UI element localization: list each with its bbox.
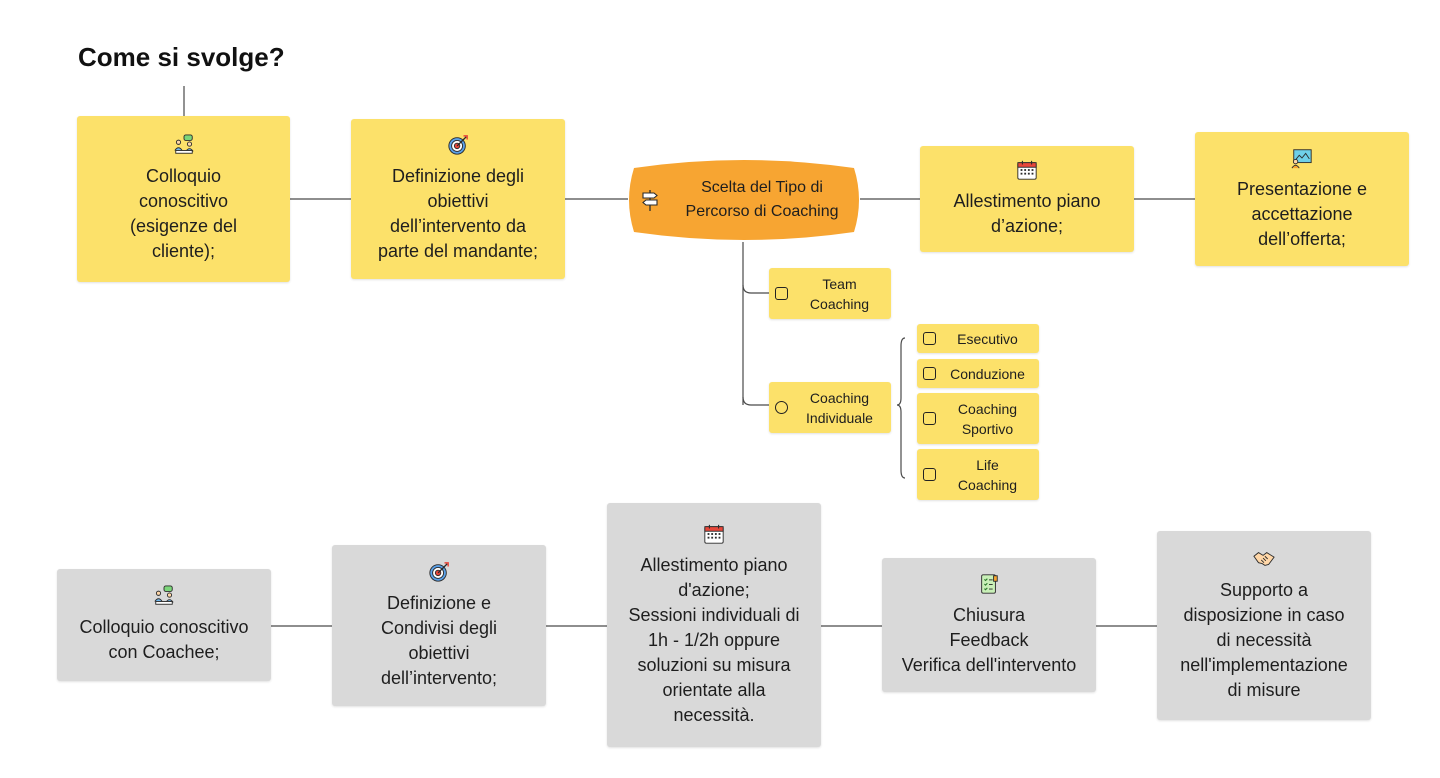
radio-icon[interactable] xyxy=(775,401,788,414)
checkbox-icon[interactable] xyxy=(923,332,936,345)
option-label: Esecutivo xyxy=(957,330,1018,347)
option-label: Team Coaching xyxy=(809,275,870,312)
step-allestimento-piano[interactable]: Allestimento piano d’azione; xyxy=(920,146,1134,252)
step-label: Colloquio conoscitivo (esigenze del clie… xyxy=(129,166,238,261)
signpost-icon xyxy=(638,188,662,212)
step-supporto[interactable]: Supporto a disposizione in caso di neces… xyxy=(1157,531,1371,720)
option-life-coaching[interactable]: Life Coaching xyxy=(917,449,1039,500)
target-icon xyxy=(428,561,450,583)
target-icon xyxy=(447,134,469,156)
step-label: Definizione degli obiettivi dell’interve… xyxy=(377,166,539,261)
option-label: Coaching Sportivo xyxy=(957,400,1018,437)
step-label: Supporto a disposizione in caso di neces… xyxy=(1180,580,1348,700)
option-label: Coaching Individuale xyxy=(806,389,873,426)
checkbox-icon[interactable] xyxy=(923,367,936,380)
step-colloquio-conoscitivo[interactable]: Colloquio conoscitivo (esigenze del clie… xyxy=(77,116,290,282)
option-coaching-sportivo[interactable]: Coaching Sportivo xyxy=(917,393,1039,444)
step-label: Definizione e Condivisi degli obiettivi … xyxy=(380,592,498,688)
meeting-icon xyxy=(173,134,195,156)
step-label: Presentazione e accettazione dell’offert… xyxy=(1236,178,1368,249)
option-label: Conduzione xyxy=(950,365,1025,382)
presentation-icon xyxy=(1291,147,1313,169)
central-topic[interactable]: Scelta del Tipo di Percorso di Coaching xyxy=(626,158,862,242)
central-topic-shape xyxy=(629,160,859,240)
option-conduzione[interactable]: Conduzione xyxy=(917,359,1039,388)
option-label: Life Coaching xyxy=(957,456,1018,493)
meeting-icon xyxy=(153,585,175,607)
checkbox-icon[interactable] xyxy=(923,468,936,481)
checkbox-icon[interactable] xyxy=(923,412,936,425)
step-label: Chiusura Feedback Verifica dell'interven… xyxy=(901,604,1077,675)
option-coaching-individuale[interactable]: Coaching Individuale xyxy=(769,382,891,433)
step-label: Colloquio conoscitivo con Coachee; xyxy=(79,617,249,662)
checklist-icon xyxy=(978,573,1000,595)
step-presentazione-offerta[interactable]: Presentazione e accettazione dell’offert… xyxy=(1195,132,1409,266)
central-topic-label: Scelta del Tipo di Percorso di Coaching xyxy=(685,179,839,220)
step-colloquio-coachee[interactable]: Colloquio conoscitivo con Coachee; xyxy=(57,569,271,681)
step-label: Allestimento piano d’azione; xyxy=(953,191,1101,236)
calendar-icon xyxy=(703,523,725,545)
step-definizione-obiettivi[interactable]: Definizione degli obiettivi dell’interve… xyxy=(351,119,565,279)
handshake-icon xyxy=(1253,548,1275,570)
page-title: Come si svolge? xyxy=(78,42,285,72)
step-chiusura-feedback[interactable]: Chiusura Feedback Verifica dell'interven… xyxy=(882,558,1096,692)
step-definizione-condivisi[interactable]: Definizione e Condivisi degli obiettivi … xyxy=(332,545,546,706)
step-allestimento-sessioni[interactable]: Allestimento piano d'azione; Sessioni in… xyxy=(607,503,821,747)
option-team-coaching[interactable]: Team Coaching xyxy=(769,268,891,319)
checkbox-icon[interactable] xyxy=(775,287,788,300)
calendar-icon xyxy=(1016,159,1038,181)
step-label: Allestimento piano d'azione; Sessioni in… xyxy=(628,554,800,725)
option-esecutivo[interactable]: Esecutivo xyxy=(917,324,1039,353)
